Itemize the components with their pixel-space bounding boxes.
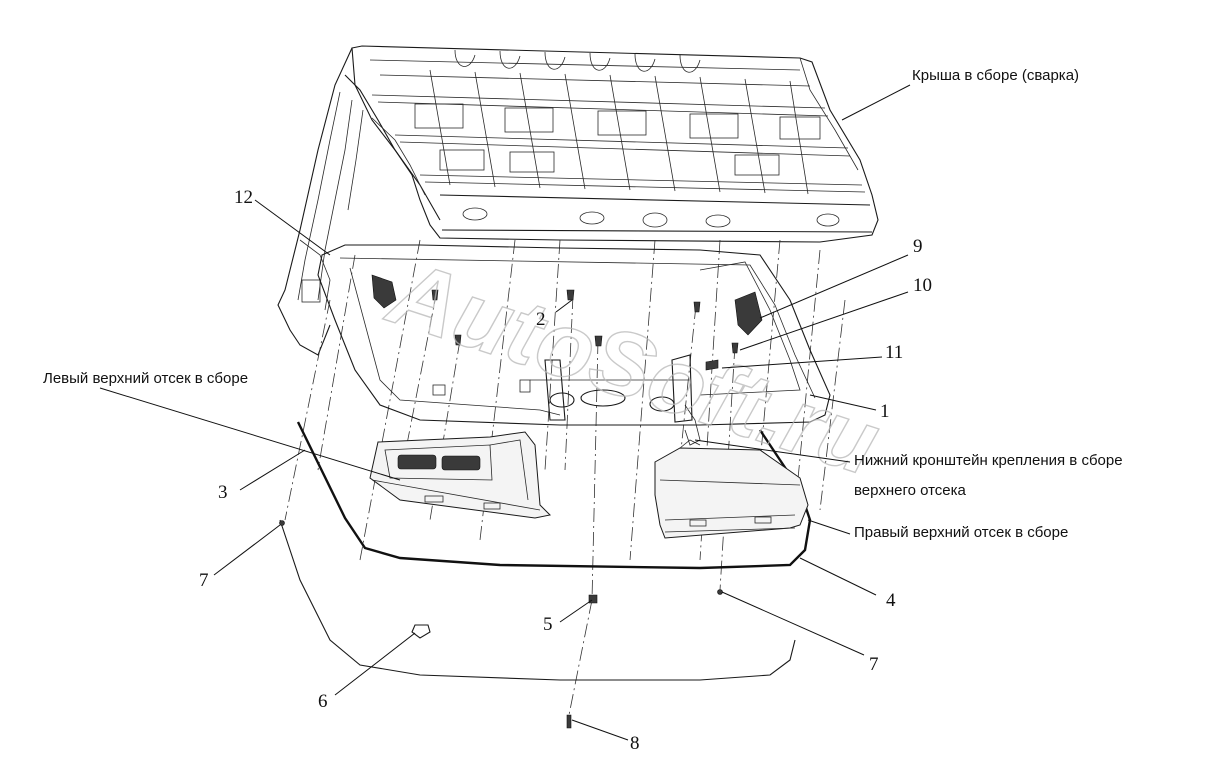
- right-upper-compartment: [654, 439, 809, 539]
- label-9: 12: [234, 187, 253, 208]
- label-5: 5: [543, 614, 553, 635]
- label-3: 3: [218, 482, 228, 503]
- label-11: 10: [913, 275, 932, 296]
- label-4: 4: [886, 590, 896, 611]
- label-8: 8: [630, 733, 640, 754]
- label-1: 1: [880, 401, 890, 422]
- trim-panel-part-1: [317, 244, 831, 446]
- callout-right-compartment: Правый верхний отсек в сборе: [854, 524, 1068, 541]
- small-fasteners: [279, 520, 723, 729]
- part-number-labels: 12 9 10 11 1 2 3 4 5 6 7 7 8: [199, 187, 932, 754]
- left-upper-compartment: [369, 431, 552, 519]
- label-7-left: 7: [199, 570, 209, 591]
- callout-bracket-line2: верхнего отсека: [854, 482, 967, 499]
- callout-left-compartment: Левый верхний отсек в сборе: [43, 370, 248, 387]
- roof-assembly: [277, 45, 879, 356]
- label-10: 9: [913, 236, 923, 257]
- label-6: 6: [318, 691, 328, 712]
- label-12: 11: [885, 342, 903, 363]
- text-callouts: Крыша в сборе (сварка) Левый верхний отс…: [43, 67, 1123, 541]
- leader-lines: [99, 84, 911, 741]
- callout-roof: Крыша в сборе (сварка): [912, 67, 1079, 84]
- label-7-right: 7: [869, 654, 879, 675]
- label-2: 2: [536, 309, 546, 330]
- callout-bracket-line1: Нижний кронштейн крепления в сборе: [854, 452, 1123, 469]
